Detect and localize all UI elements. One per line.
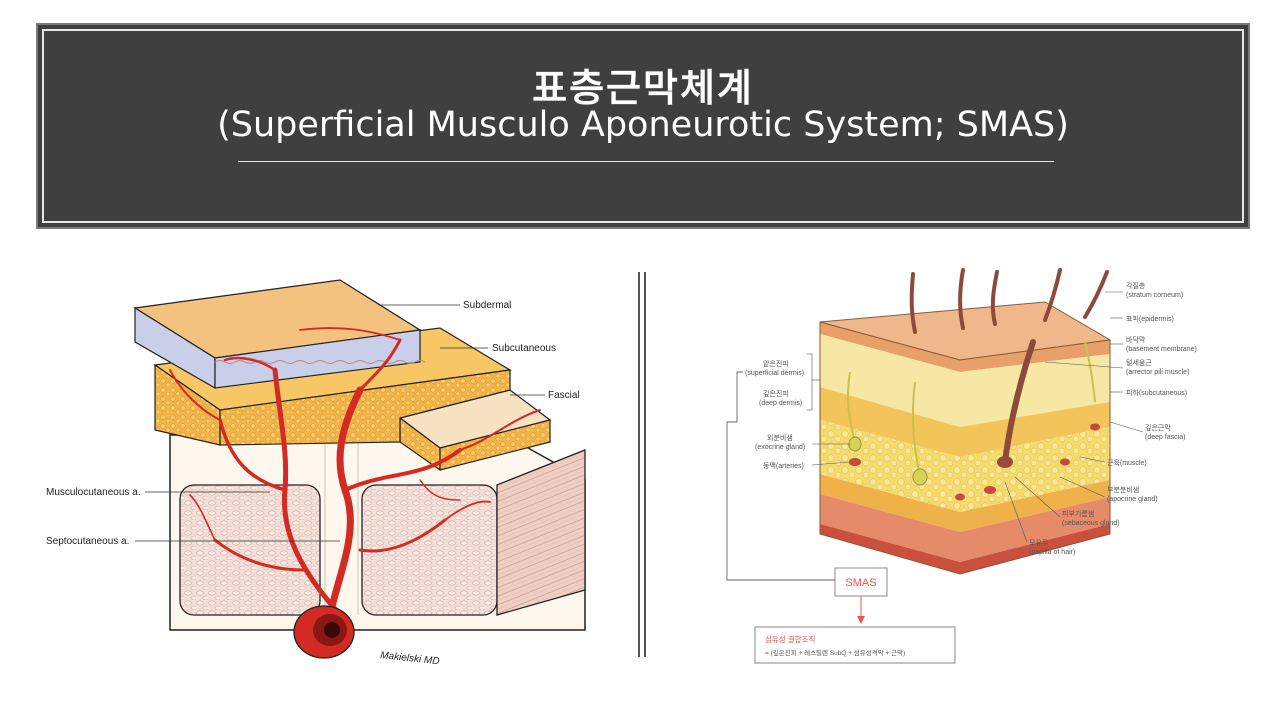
label-epidermis: 표피(epidermis) — [1126, 314, 1174, 323]
label-septocutaneous: Septocutaneous a. — [46, 536, 129, 547]
smas-label: SMAS — [845, 577, 876, 589]
label-arteries: 동맥(arteries) — [763, 461, 804, 470]
label-basement-en: (basement membrane) — [1126, 346, 1197, 353]
result-title: 섬유성 결합조직 — [765, 634, 815, 644]
label-superficial-dermis-en: (superficial dermis) — [745, 370, 804, 377]
muscle-block — [169, 434, 586, 631]
label-exocrine: 외분비샘 — [767, 433, 793, 442]
label-deep-dermis: 깊은진피 — [763, 389, 789, 398]
smas-box: SMAS — [834, 567, 888, 597]
title-banner: 표층근막체계 (Superficial Musculo Aponeurotic … — [36, 23, 1250, 229]
label-arrector-en: (arrector pili muscle) — [1126, 369, 1189, 376]
label-stratum-en: (stratum corneum) — [1126, 292, 1183, 299]
label-fascial: Fascial — [548, 390, 580, 401]
label-basement: 바닥막 — [1126, 335, 1146, 344]
label-exocrine-en: (exocrine gland) — [755, 444, 805, 451]
slide-title-english: (Superficial Musculo Aponeurotic System;… — [217, 105, 1069, 145]
hair-shafts — [909, 268, 1109, 465]
subdermal-layer — [133, 279, 426, 390]
skin-block — [819, 301, 1112, 575]
title-banner-frame: 표층근막체계 (Superficial Musculo Aponeurotic … — [42, 29, 1244, 223]
skin-blood-supply-illustration: Subdermal Subcutaneous Fascial Musculocu… — [46, 279, 586, 667]
label-papilla-en: (papilla of hair) — [1029, 549, 1075, 556]
label-arrector: 털세움근 — [1126, 358, 1152, 367]
label-musculocutaneous: Musculocutaneous a. — [46, 487, 141, 498]
label-superficial-dermis: 얕은진피 — [763, 359, 789, 368]
label-deep-fascia: 깊은근막 — [1145, 423, 1171, 432]
label-apocrine-en: (apocrine gland) — [1107, 496, 1158, 503]
blood-vessels — [169, 327, 541, 619]
smas-arrow — [857, 596, 865, 624]
result-formula: = (깊은진피 + 레스틸렌 SubQ + 섬유성격막 + 근막) — [765, 648, 905, 657]
right-leader-lines — [726, 291, 1144, 581]
skin-layers-illustration: 각질층 (stratum corneum) 표피(epidermis) 바닥막 … — [726, 268, 1197, 664]
left-leader-lines — [135, 304, 545, 542]
artery-cross-section — [293, 605, 355, 659]
label-subcutaneous-r: 피하(subcutaneous) — [1126, 388, 1187, 397]
label-papilla: 모유두 — [1029, 539, 1049, 547]
result-box: 섬유성 결합조직 = (깊은진피 + 레스틸렌 SubQ + 섬유성격막 + 근… — [754, 626, 956, 664]
fascial-layer — [398, 389, 552, 472]
slide-title-korean: 표층근막체계 — [532, 66, 754, 110]
title-underline — [238, 161, 1054, 162]
label-deep-fascia-en: (deep fascia) — [1145, 434, 1185, 441]
artist-signature: Makielski MD — [380, 650, 440, 667]
label-apocrine: 부분분비샘 — [1107, 485, 1139, 494]
label-muscle: 근육(muscle) — [1107, 459, 1147, 467]
glands-and-follicles — [846, 341, 1100, 501]
label-sebaceous: 피부기름샘 — [1062, 509, 1094, 518]
label-stratum: 각질층 — [1126, 281, 1146, 290]
label-deep-dermis-en: (deep dermis) — [759, 400, 802, 407]
panel-divider — [638, 272, 646, 657]
label-subcutaneous: Subcutaneous — [492, 343, 556, 354]
right-labels: 각질층 (stratum corneum) 표피(epidermis) 바닥막 … — [745, 281, 1197, 556]
label-subdermal: Subdermal — [463, 300, 511, 311]
label-sebaceous-en: (sebaceous gland) — [1062, 520, 1120, 527]
